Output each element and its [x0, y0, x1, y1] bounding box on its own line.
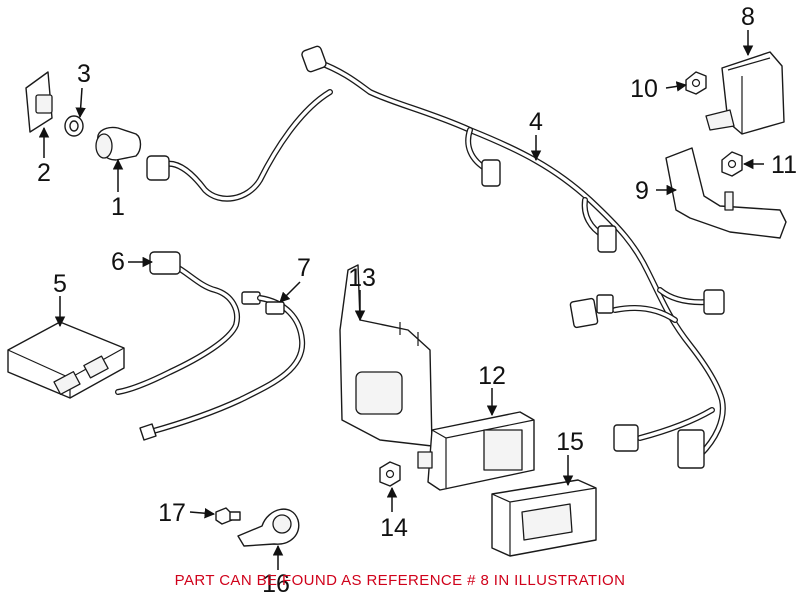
callout-4: 4 [529, 108, 543, 136]
leader-arrows [38, 30, 764, 570]
callout-6: 6 [111, 248, 125, 276]
callout-3: 3 [77, 60, 91, 88]
callout-12: 12 [478, 362, 506, 390]
callout-15: 15 [556, 428, 584, 456]
callout-5: 5 [53, 270, 67, 298]
callout-13: 13 [348, 264, 376, 292]
nut-11 [721, 151, 743, 177]
sensor-bracket [25, 71, 53, 133]
nut-14 [379, 461, 401, 487]
callout-11: 11 [771, 151, 797, 179]
nut-10 [685, 71, 707, 95]
screw-17 [215, 507, 241, 525]
callout-10: 10 [630, 75, 658, 103]
footer-note: PART CAN BE FOUND AS REFERENCE # 8 IN IL… [174, 572, 626, 589]
callout-7: 7 [297, 254, 311, 282]
callout-1: 1 [111, 193, 125, 221]
callout-8: 8 [741, 3, 755, 31]
wire-extension [139, 295, 306, 441]
main-wiring-harness [146, 45, 726, 469]
callout-2: 2 [37, 159, 51, 187]
control-module [7, 321, 125, 399]
sensor-wire [115, 251, 261, 395]
speaker-16 [237, 508, 300, 547]
module-bracket [339, 264, 433, 447]
parking-sensor [95, 126, 142, 161]
callout-14: 14 [380, 514, 408, 542]
callout-labels: 1 2 3 4 5 6 7 8 9 10 11 12 13 14 15 16 1… [37, 3, 797, 598]
receiver-module [491, 479, 597, 557]
callout-17: 17 [158, 499, 186, 527]
sensor-ring [64, 115, 84, 137]
module-cover [705, 51, 785, 135]
control-unit [417, 411, 535, 491]
callout-9: 9 [635, 177, 649, 205]
mounting-bracket [665, 147, 787, 239]
callout-16: 16 [262, 570, 290, 598]
